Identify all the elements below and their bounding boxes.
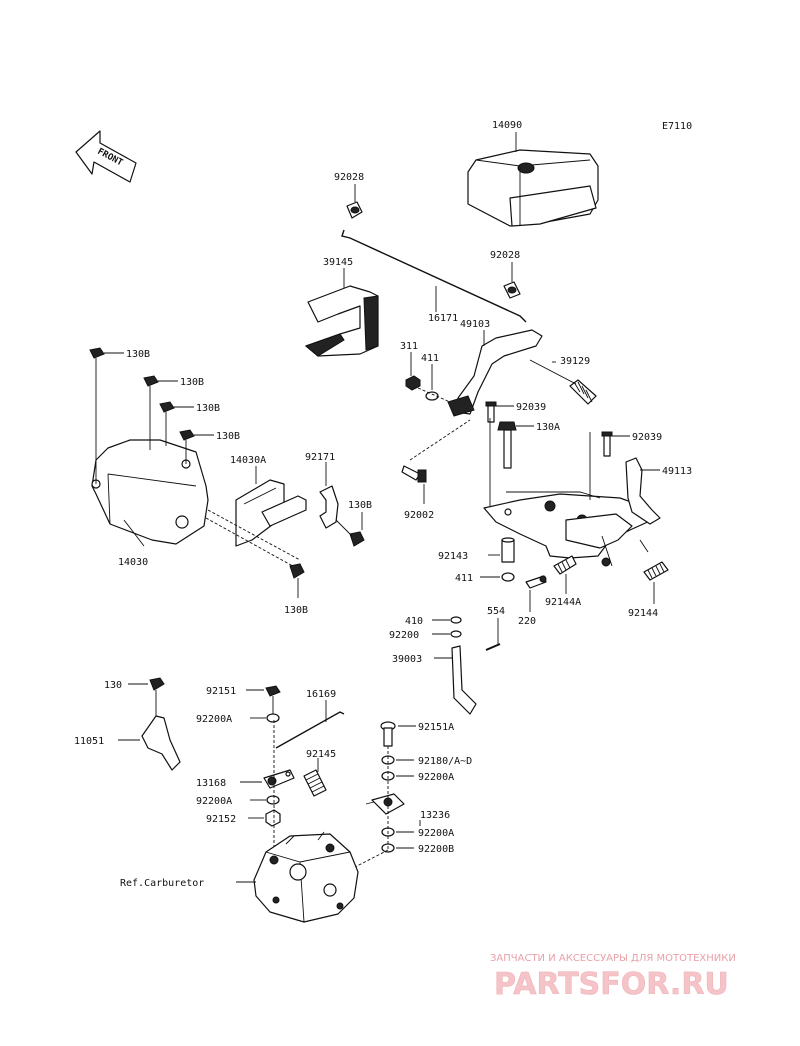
screw-220: [525, 575, 547, 589]
label-14090: 14090: [492, 120, 522, 131]
label-92200a-1: 92200A: [196, 714, 232, 725]
screw-92002: [401, 465, 427, 483]
washer-411-lower: [501, 572, 515, 582]
cover-14090: [467, 149, 599, 227]
label-92002: 92002: [404, 510, 434, 521]
label-130: 130: [104, 680, 122, 691]
nut-311: [405, 375, 421, 391]
label-14030: 14030: [118, 557, 148, 568]
bolt-130b-5: [335, 519, 365, 547]
label-130b-4: 130B: [216, 431, 240, 442]
bracket-11051: [141, 715, 181, 771]
lever-13236: [365, 793, 405, 815]
bolt-130a: [497, 421, 517, 469]
label-411-upper: 411: [421, 353, 439, 364]
label-92180: 92180/A~D: [418, 756, 472, 767]
spring-92144: [643, 561, 669, 581]
label-92200a-4: 92200A: [418, 828, 454, 839]
watermark-brand: PARTSFOR.RU: [494, 967, 729, 1002]
label-554: 554: [487, 606, 505, 617]
label-13168: 13168: [196, 778, 226, 789]
label-92171: 92171: [305, 452, 335, 463]
bolt-92151a: [380, 721, 396, 747]
label-130b-3: 130B: [196, 403, 220, 414]
label-92145: 92145: [306, 749, 336, 760]
clip-92028-lower: [503, 281, 521, 299]
spring-92145: [303, 769, 327, 797]
cable-16171: [341, 229, 527, 323]
lever-49103: [447, 329, 543, 417]
label-92143: 92143: [438, 551, 468, 562]
label-411-lower: 411: [455, 573, 473, 584]
washer-92200a-1: [266, 713, 280, 723]
label-39129: 39129: [560, 356, 590, 367]
label-92144: 92144: [628, 608, 658, 619]
collar-92143: [501, 537, 515, 563]
label-14030a: 14030A: [230, 455, 266, 466]
lever-13168: [263, 769, 295, 789]
diagram-code: E7110: [662, 121, 692, 132]
label-92200a-3: 92200A: [418, 772, 454, 783]
rod-16169: [275, 711, 345, 749]
label-16169: 16169: [306, 689, 336, 700]
bolt-130b-1: [89, 347, 105, 484]
label-92039-right: 92039: [632, 432, 662, 443]
label-16171: 16171: [428, 313, 458, 324]
bolt-130: [149, 677, 165, 716]
bolt-130b-2: [143, 375, 159, 450]
arm-39003: [451, 645, 477, 715]
pin-92039-right: [601, 431, 613, 457]
label-92200a-2: 92200A: [196, 796, 232, 807]
bracket-39145: [305, 285, 379, 357]
pin-92039-left: [485, 401, 497, 423]
label-130b-2: 130B: [180, 377, 204, 388]
washer-92200: [450, 630, 462, 638]
label-92200: 92200: [389, 630, 419, 641]
bolt-130b-3: [159, 401, 175, 446]
watermark-tagline: ЗАПЧАСТИ И АКСЕССУАРЫ ДЛЯ МОТОТЕХНИКИ: [490, 953, 736, 964]
label-130b-6: 130B: [284, 605, 308, 616]
label-92028-upper: 92028: [334, 172, 364, 183]
washer-92200a-2: [266, 795, 280, 805]
label-49113: 49113: [662, 466, 692, 477]
washer-410: [450, 616, 462, 624]
label-92039-left: 92039: [516, 402, 546, 413]
label-92200b: 92200B: [418, 844, 454, 855]
label-ref-carburetor: Ref.Carburetor: [120, 878, 204, 889]
clip-92171: [319, 485, 339, 529]
label-130b-1: 130B: [126, 349, 150, 360]
label-11051: 11051: [74, 736, 104, 747]
plate-14030a: [235, 479, 307, 547]
label-39003: 39003: [392, 654, 422, 665]
label-92028-lower: 92028: [490, 250, 520, 261]
spring-39129: [569, 379, 597, 405]
nut-92152: [265, 809, 281, 827]
label-39145: 39145: [323, 257, 353, 268]
label-92144a: 92144A: [545, 597, 581, 608]
box-14030: [91, 439, 209, 545]
bracket-49113: [483, 418, 661, 567]
pin-554: [485, 643, 501, 651]
label-13236: 13236: [420, 810, 450, 821]
label-130a: 130A: [536, 422, 560, 433]
bolt-130b-6: [289, 563, 305, 579]
label-92152: 92152: [206, 814, 236, 825]
washer-411-upper: [425, 391, 439, 401]
front-arrow-icon: FRONT: [75, 130, 137, 183]
label-49103: 49103: [460, 319, 490, 330]
label-311: 311: [400, 341, 418, 352]
bolt-130b-4: [179, 429, 195, 464]
spring-92144a: [553, 555, 577, 575]
carburetor: [253, 831, 359, 923]
label-130b-5: 130B: [348, 500, 372, 511]
label-92151a: 92151A: [418, 722, 454, 733]
label-220: 220: [518, 616, 536, 627]
label-410: 410: [405, 616, 423, 627]
clip-92028-upper: [346, 201, 363, 219]
label-92151: 92151: [206, 686, 236, 697]
bolt-92151: [265, 685, 281, 716]
